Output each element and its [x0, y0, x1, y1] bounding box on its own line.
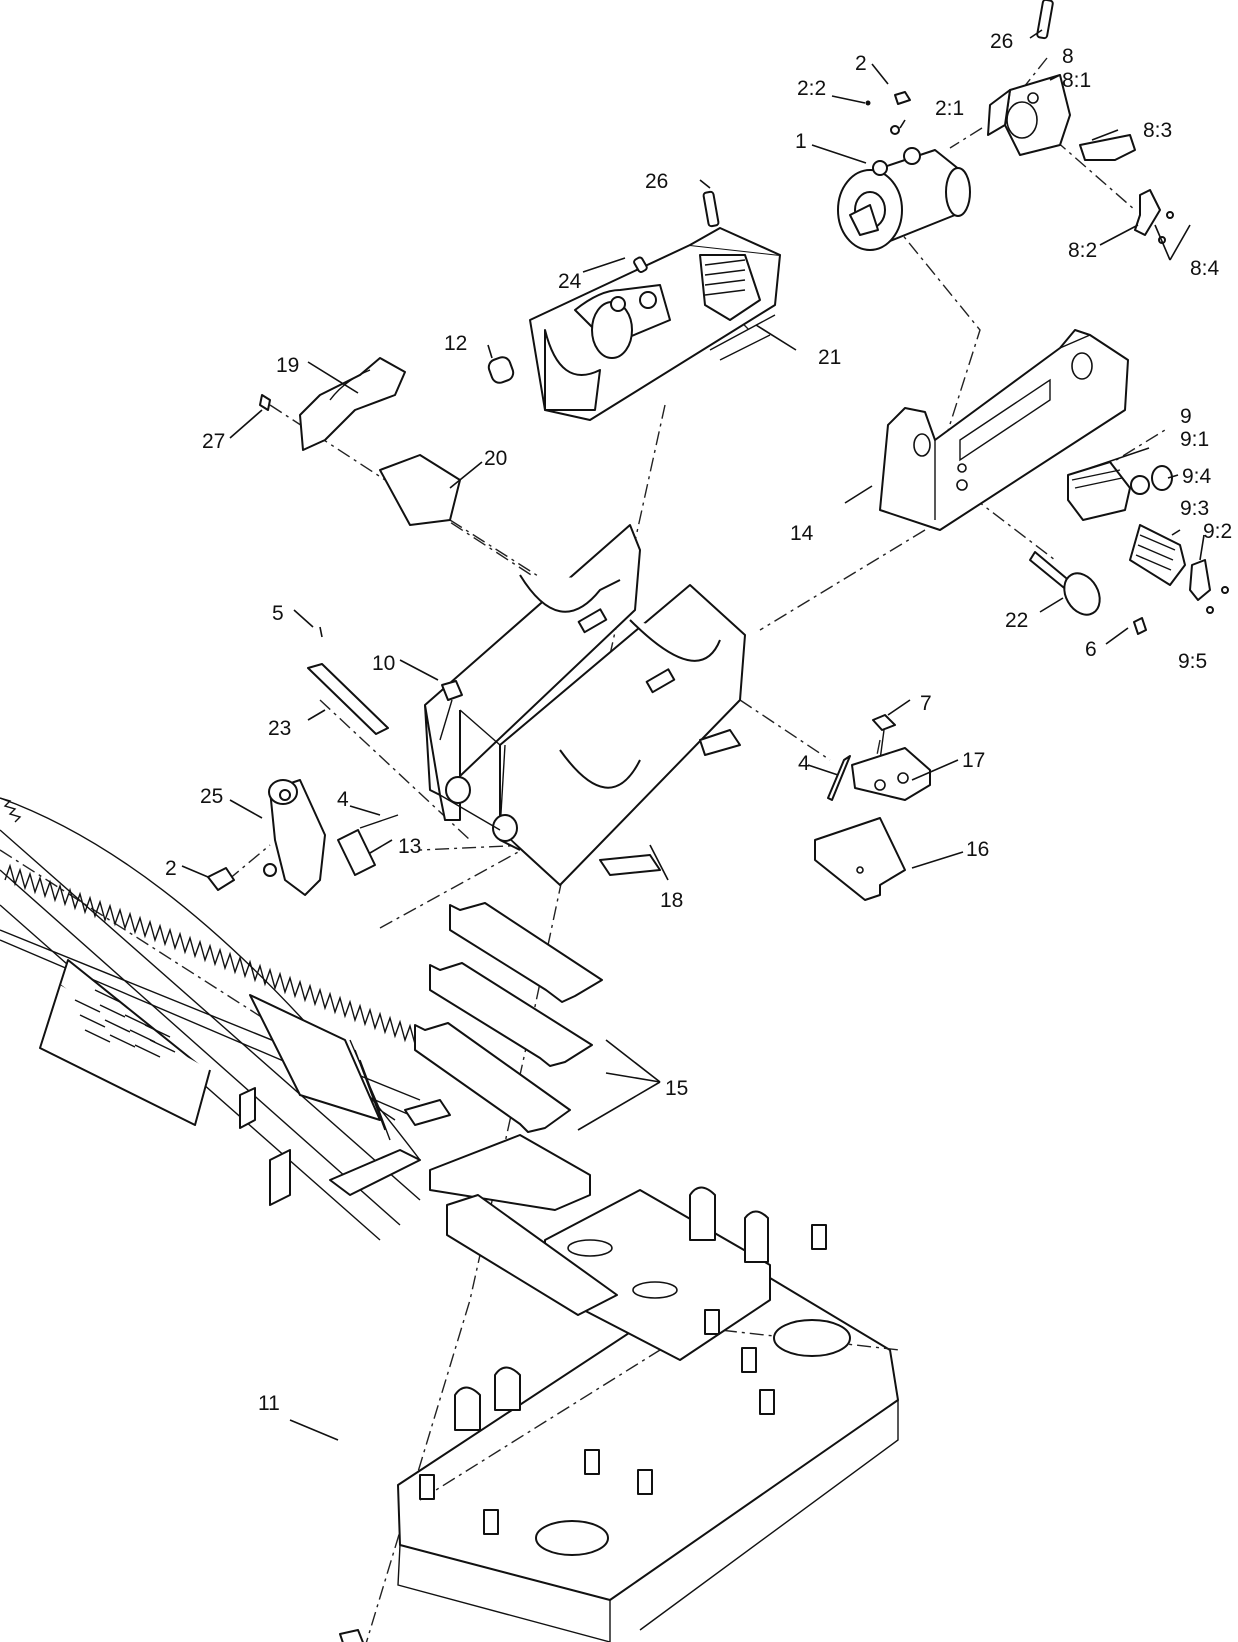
leader-lines: [181, 29, 1205, 1441]
parts-12-24-26: [487, 0, 1054, 384]
callout-19: 19: [276, 354, 299, 377]
callout-9-4: 9:4: [1182, 465, 1212, 488]
callout-9-3: 9:3: [1180, 497, 1209, 520]
shims-15: [414, 902, 618, 1316]
callout-22: 22: [1005, 609, 1028, 632]
callout-4-right: 4: [798, 752, 810, 775]
callout-21: 21: [818, 346, 841, 369]
callout-4-left: 4: [337, 788, 349, 811]
callout-2-2: 2:2: [797, 77, 826, 100]
part-11: [339, 1629, 364, 1642]
callout-7: 7: [920, 692, 932, 715]
callout-9-1: 9:1: [1180, 428, 1209, 451]
base-frame: [397, 1186, 901, 1642]
carriage-21: [529, 227, 781, 421]
parts-9: [1067, 461, 1229, 614]
callout-12: 12: [444, 332, 467, 355]
callout-20: 20: [484, 447, 507, 470]
callout-18: 18: [660, 889, 683, 912]
callout-24: 24: [558, 270, 582, 293]
callout-25: 25: [200, 785, 223, 808]
callout-13: 13: [398, 835, 421, 858]
callout-14: 14: [790, 522, 814, 545]
callout-8-1: 8:1: [1062, 69, 1091, 92]
callout-8-3: 8:3: [1143, 119, 1172, 142]
callout-2-top: 2: [855, 52, 867, 75]
parts-19-20-27: [259, 357, 461, 526]
support-arm-14: [879, 329, 1129, 531]
callout-9: 9: [1180, 405, 1192, 428]
callout-15: 15: [665, 1077, 688, 1100]
callout-8: 8: [1062, 45, 1074, 68]
callout-6: 6: [1085, 638, 1097, 661]
callout-23: 23: [268, 717, 291, 740]
boom-rack-assembly: [0, 797, 591, 1241]
callout-8-2: 8:2: [1068, 239, 1097, 262]
parts-22-6: [1029, 551, 1147, 635]
tower-frame: [424, 524, 746, 886]
parts-7-17-16-4: [814, 714, 931, 901]
parts-25-13-4-2: [207, 779, 399, 896]
callout-27: 27: [202, 430, 225, 453]
callout-16: 16: [966, 838, 989, 861]
callout-5: 5: [272, 602, 284, 625]
callout-26-mid: 26: [645, 170, 668, 193]
rack-slots: [74, 989, 176, 1058]
callout-11: 11: [258, 1392, 280, 1415]
callout-9-2: 9:2: [1203, 520, 1232, 543]
callout-labels: 26 8 8:1 2 2:2 2:1 1 8:3 26 8:2 8:4 24 1…: [165, 30, 1232, 1415]
callout-26-top: 26: [990, 30, 1013, 53]
callout-17: 17: [962, 749, 985, 772]
callout-9-5: 9:5: [1178, 650, 1207, 673]
callout-2-1: 2:1: [935, 97, 964, 120]
parts-5-10-23: [307, 626, 463, 741]
callout-10: 10: [372, 652, 395, 675]
callout-1: 1: [795, 130, 807, 153]
callout-8-4: 8:4: [1190, 257, 1220, 280]
parts-1-2-8: [837, 74, 1174, 251]
callout-2-left: 2: [165, 857, 177, 880]
